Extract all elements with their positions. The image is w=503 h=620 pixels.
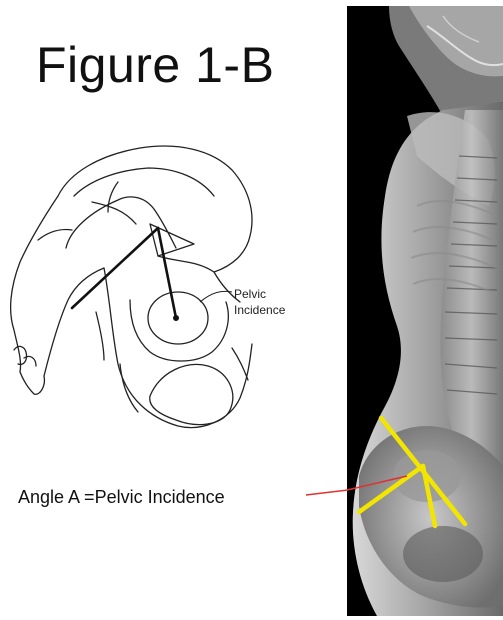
angle-a-label: Angle A =Pelvic Incidence [18, 487, 225, 508]
angle-pointer-line [300, 480, 348, 500]
spine-xray-image [347, 6, 503, 616]
pelvic-incidence-label-line1: Pelvic [234, 286, 285, 302]
pelvic-incidence-label-line2: Incidence [234, 302, 285, 318]
pelvic-incidence-label: Pelvic Incidence [234, 286, 285, 318]
